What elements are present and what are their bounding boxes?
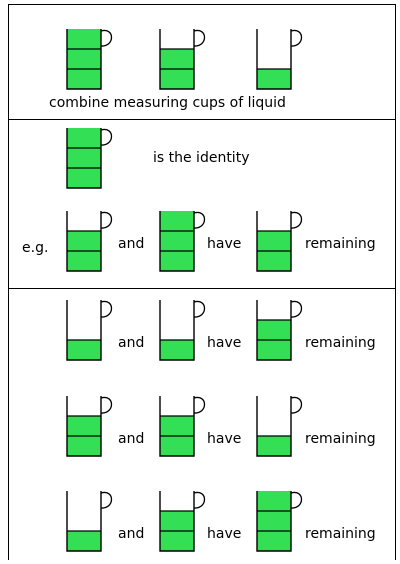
example-result-cup	[256, 211, 303, 272]
cup-handle	[193, 211, 206, 229]
row1-right-cup	[159, 300, 206, 361]
liquid-fill	[257, 491, 291, 551]
example-connector: and	[118, 236, 145, 252]
cup-outline	[256, 211, 292, 272]
cup-handle	[193, 29, 206, 47]
cup-handle	[100, 29, 113, 47]
cup-handle	[290, 29, 303, 47]
section1-caption: combine measuring cups of liquid	[49, 95, 286, 111]
cup-handle	[290, 396, 303, 414]
cup-outline	[66, 396, 102, 457]
liquid-fill	[67, 29, 101, 89]
cup-outline	[159, 211, 195, 272]
cup-outline	[159, 491, 195, 552]
cup-handle	[193, 300, 206, 318]
liquid-fill	[257, 69, 291, 89]
row1-connector: and	[118, 335, 145, 351]
cup-outline	[256, 396, 292, 457]
cup-outline	[159, 29, 195, 90]
measuring-cup-two-thirds	[159, 29, 206, 90]
row3-left-cup	[66, 491, 113, 552]
row2-suffix: remaining	[305, 431, 376, 447]
identity-cup	[66, 128, 113, 189]
row2-result-cup	[256, 396, 303, 457]
liquid-fill	[160, 340, 194, 360]
cup-handle	[100, 300, 113, 318]
cup-outline	[159, 396, 195, 457]
row1-result-cup	[256, 300, 303, 361]
liquid-fill	[67, 531, 101, 551]
row3-result-cup	[256, 491, 303, 552]
identity-text: is the identity	[153, 150, 250, 166]
diagram-frame	[8, 4, 396, 560]
row2-connector: and	[118, 431, 145, 447]
section-divider-2	[8, 288, 396, 289]
cup-handle	[290, 300, 303, 318]
cup-handle	[100, 211, 113, 229]
example-left-cup	[66, 211, 113, 272]
row1-left-cup	[66, 300, 113, 361]
example-verb: have	[207, 236, 242, 252]
cup-outline	[66, 128, 102, 189]
liquid-fill	[67, 128, 101, 188]
cup-handle	[100, 128, 113, 146]
cup-handle	[290, 211, 303, 229]
top-border	[8, 4, 396, 5]
cup-outline	[66, 211, 102, 272]
row2-left-cup	[66, 396, 113, 457]
row3-suffix: remaining	[305, 526, 376, 542]
cup-handle	[290, 491, 303, 509]
section-divider-1	[8, 119, 396, 120]
cup-outline	[256, 491, 292, 552]
cup-outline	[66, 491, 102, 552]
row3-right-cup	[159, 491, 206, 552]
row1-suffix: remaining	[305, 335, 376, 351]
row2-right-cup	[159, 396, 206, 457]
example-prefix: e.g.	[22, 240, 49, 256]
example-suffix: remaining	[305, 236, 376, 252]
cup-handle	[193, 396, 206, 414]
cup-outline	[256, 300, 292, 361]
cup-handle	[193, 491, 206, 509]
row2-verb: have	[207, 431, 242, 447]
row3-connector: and	[118, 526, 145, 542]
row1-verb: have	[207, 335, 242, 351]
cup-handle	[100, 491, 113, 509]
cup-outline	[159, 300, 195, 361]
liquid-fill	[257, 436, 291, 456]
cup-handle	[100, 396, 113, 414]
example-right-cup	[159, 211, 206, 272]
cup-outline	[66, 300, 102, 361]
row3-verb: have	[207, 526, 242, 542]
measuring-cup-full	[66, 29, 113, 90]
cup-outline	[256, 29, 292, 90]
liquid-fill	[160, 211, 194, 271]
liquid-fill	[67, 340, 101, 360]
cup-outline	[66, 29, 102, 90]
measuring-cup-one-third	[256, 29, 303, 90]
